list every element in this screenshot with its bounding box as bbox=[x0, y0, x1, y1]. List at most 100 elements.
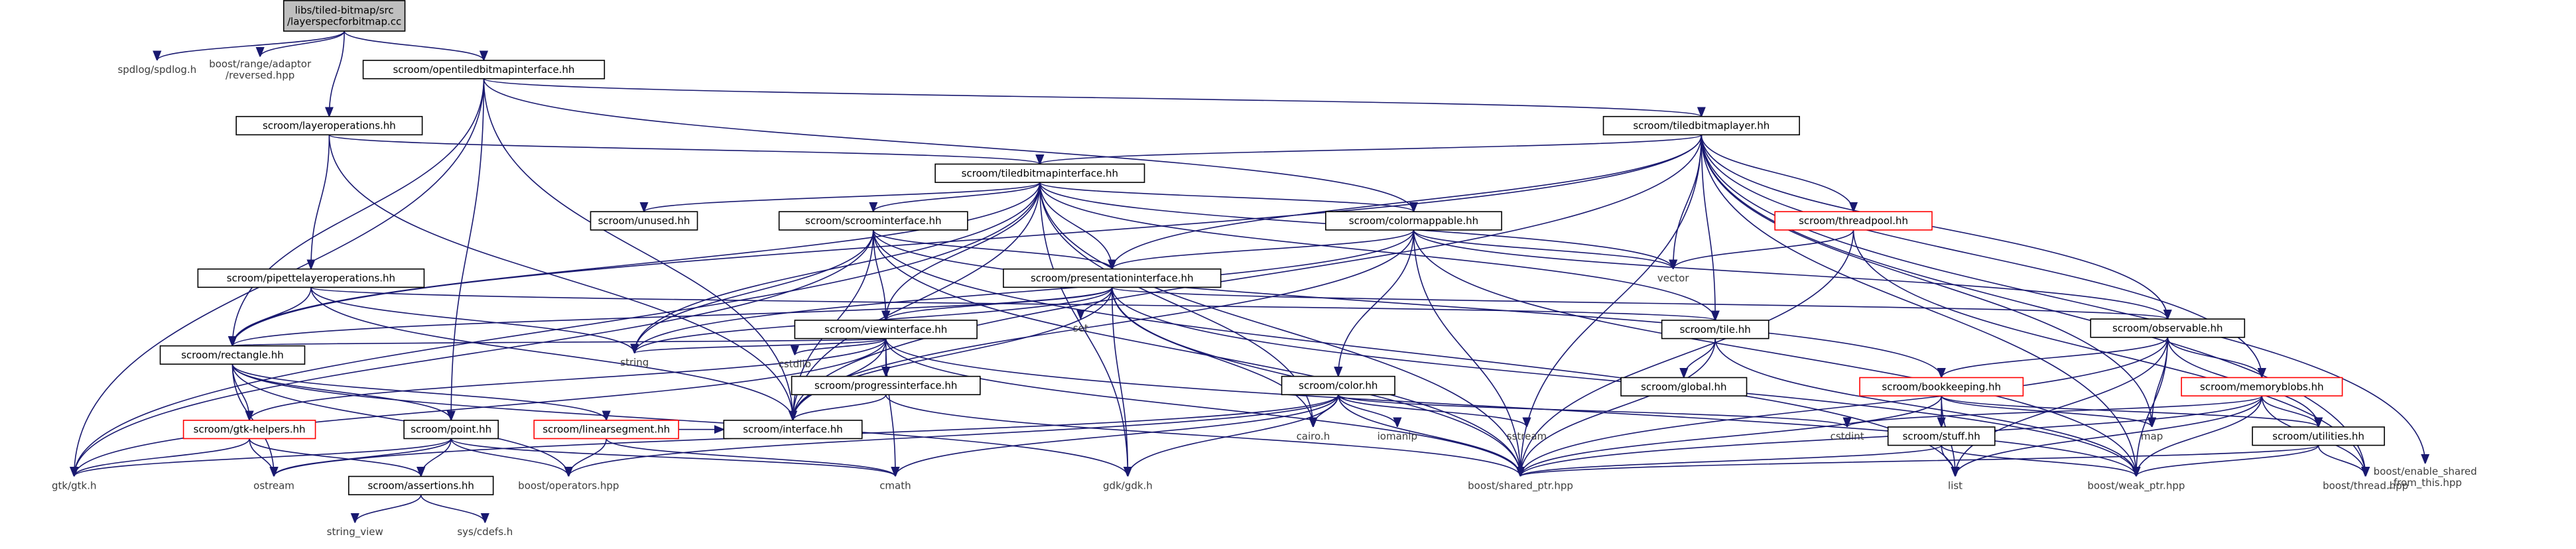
edge-viewif-to-gtkhelpers bbox=[249, 338, 887, 421]
graph-node-bookkeeping[interactable]: scroom/bookkeeping.hh bbox=[1859, 377, 2024, 396]
graph-node-cairo: cairo.h bbox=[1297, 430, 1330, 442]
edge-presentation-to-rectangle bbox=[233, 286, 1113, 347]
graph-node-viewif[interactable]: scroom/viewinterface.hh bbox=[794, 320, 978, 339]
graph-node-tiledif[interactable]: scroom/tiledbitmapinterface.hh bbox=[934, 163, 1145, 183]
edge-viewif-to-rectangle bbox=[233, 339, 887, 346]
node-box bbox=[533, 420, 679, 440]
graph-node-tile[interactable]: scroom/tile.hh bbox=[1661, 320, 1770, 339]
node-label: /reversed.hpp bbox=[225, 69, 294, 81]
edge-scroomif-to-bookkeeping bbox=[872, 229, 1941, 378]
edge-observable-to-weakptr bbox=[2136, 337, 2169, 477]
edge-scroomif-to-presentation bbox=[872, 229, 1112, 270]
edge-bookkeeping-to-sharedptr bbox=[1521, 395, 1943, 477]
edge-tiledlayer-to-threadpool bbox=[1701, 135, 1853, 212]
node-box bbox=[197, 268, 425, 288]
graph-node-utilities[interactable]: scroom/utilities.hh bbox=[2252, 426, 2385, 446]
graph-node-point[interactable]: scroom/point.hh bbox=[403, 420, 499, 440]
graph-node-progressif[interactable]: scroom/progressinterface.hh bbox=[791, 375, 981, 396]
node-box bbox=[1859, 377, 2024, 396]
graph-node-stuff[interactable]: scroom/stuff.hh bbox=[1887, 426, 1996, 446]
node-label: string_view bbox=[327, 526, 383, 538]
edge-viewif-to-string bbox=[635, 337, 887, 354]
edge-scroomif-to-viewif bbox=[872, 229, 886, 320]
graph-node-thread: boost/thread.hpp bbox=[2323, 479, 2408, 491]
edge-utilities-to-weakptr bbox=[2136, 445, 2319, 477]
node-label: scroom/unused.hh bbox=[598, 215, 690, 227]
edge-viewif-to-gtkgtk bbox=[74, 338, 887, 477]
node-label: scroom/gtk-helpers.hh bbox=[194, 424, 306, 436]
graph-node-cstdlib: cstdlib bbox=[779, 358, 811, 370]
edge-progressif-to-interface bbox=[793, 394, 887, 421]
graph-node-layerops[interactable]: scroom/layeroperations.hh bbox=[235, 115, 423, 136]
graph-node-set: set bbox=[1073, 322, 1088, 334]
node-label: map bbox=[2141, 430, 2163, 442]
graph-node-string: string bbox=[620, 356, 649, 368]
node-label: vector bbox=[1657, 273, 1689, 284]
edge-tiledlayer-to-enableshared bbox=[1701, 135, 2425, 463]
edge-color-to-cmath bbox=[895, 395, 1339, 477]
edge-viewif-to-cmath bbox=[885, 338, 895, 477]
node-label: scroom/tiledbitmapinterface.hh bbox=[962, 167, 1118, 179]
node-label: scroom/utilities.hh bbox=[2272, 430, 2364, 442]
edge-layerops-to-tiledif bbox=[328, 134, 1039, 165]
node-box bbox=[283, 0, 406, 32]
graph-node-opentiled[interactable]: scroom/opentiledbitmapinterface.hh bbox=[362, 60, 606, 80]
graph-node-interface[interactable]: scroom/interface.hh bbox=[723, 420, 863, 440]
edge-tiledlayer-to-observable bbox=[1701, 135, 2167, 319]
graph-node-observable[interactable]: scroom/observable.hh bbox=[2090, 318, 2246, 338]
node-box bbox=[1003, 268, 1222, 288]
edge-memoryblobs-to-cstdint bbox=[1847, 395, 2263, 428]
graph-node-global[interactable]: scroom/global.hh bbox=[1620, 377, 1748, 396]
graph-node-cstdint: cstdint bbox=[1831, 430, 1864, 442]
graph-node-reversed: boost/range/adaptor/reversed.hpp bbox=[209, 58, 312, 81]
edge-assertions-to-stringview bbox=[355, 494, 422, 523]
edge-threadpool-to-vector bbox=[1673, 229, 1854, 269]
node-label: boost/operators.hpp bbox=[518, 479, 619, 491]
node-label: scroom/global.hh bbox=[1641, 381, 1726, 393]
edge-opentiled-to-point bbox=[451, 78, 485, 420]
edge-rectangle-to-gdkgdk bbox=[231, 364, 1128, 476]
graph-node-presentation[interactable]: scroom/presentationinterface.hh bbox=[1003, 268, 1222, 288]
edge-rectangle-to-operators bbox=[231, 364, 569, 476]
graph-node-assertions[interactable]: scroom/assertions.hh bbox=[348, 475, 494, 495]
node-label: scroom/layeroperations.hh bbox=[263, 120, 396, 132]
node-label: scroom/viewinterface.hh bbox=[824, 324, 947, 336]
edge-tiledlayer-to-tiledif bbox=[1040, 134, 1703, 165]
edge-color-to-iomanip bbox=[1337, 395, 1397, 428]
graph-node-rectangle[interactable]: scroom/rectangle.hh bbox=[159, 345, 306, 365]
graph-node-colormappable[interactable]: scroom/colormappable.hh bbox=[1325, 211, 1502, 231]
edge-colormappable-to-vector bbox=[1413, 229, 1673, 270]
node-box bbox=[1774, 211, 1933, 231]
graph-node-color[interactable]: scroom/color.hh bbox=[1281, 375, 1395, 396]
graph-node-sharedptr: boost/shared_ptr.hpp bbox=[1468, 479, 1573, 492]
edge-tiledif-to-rectangle bbox=[233, 182, 1041, 346]
graph-node-memoryblobs[interactable]: scroom/memoryblobs.hh bbox=[2181, 377, 2343, 396]
graph-node-root[interactable]: libs/tiled-bitmap/src/layerspecforbitmap… bbox=[283, 0, 406, 32]
node-label: set bbox=[1073, 322, 1088, 334]
graph-node-pipette[interactable]: scroom/pipettelayeroperations.hh bbox=[197, 268, 425, 288]
graph-node-sstream: sstream bbox=[1507, 430, 1547, 442]
edge-point-to-operators bbox=[450, 438, 568, 477]
graph-node-gtkhelpers[interactable]: scroom/gtk-helpers.hh bbox=[182, 420, 316, 440]
edge-tile-to-weakptr bbox=[1714, 338, 2136, 477]
node-box bbox=[2252, 426, 2385, 446]
graph-node-linearsegment[interactable]: scroom/linearsegment.hh bbox=[533, 420, 679, 440]
graph-node-tiledlayer[interactable]: scroom/tiledbitmaplayer.hh bbox=[1602, 115, 1800, 136]
edge-observable-to-bookkeeping bbox=[1941, 337, 2169, 378]
graph-node-unused[interactable]: scroom/unused.hh bbox=[590, 211, 698, 231]
edge-pipette-to-rectangle bbox=[233, 287, 312, 345]
node-box bbox=[590, 211, 698, 231]
edge-stuff-to-list bbox=[1941, 445, 1955, 477]
graph-node-operators: boost/operators.hpp bbox=[518, 479, 619, 491]
edge-root-to-spdlog bbox=[157, 30, 345, 61]
graph-node-scroomif[interactable]: scroom/scroominterface.hh bbox=[778, 211, 968, 231]
edge-viewif-to-sharedptr bbox=[885, 338, 1521, 477]
node-label: scroom/tiledbitmaplayer.hh bbox=[1633, 120, 1770, 132]
graph-node-threadpool[interactable]: scroom/threadpool.hh bbox=[1774, 211, 1933, 231]
edge-root-to-reversed bbox=[260, 30, 345, 57]
edge-rectangle-to-linearsegment bbox=[231, 363, 607, 421]
edge-opentiled-to-tiledlayer bbox=[483, 78, 1701, 117]
edge-colormappable-to-color bbox=[1338, 229, 1415, 377]
edge-viewif-to-weakptr bbox=[885, 338, 2136, 477]
edge-scroomif-to-sharedptr bbox=[872, 229, 1521, 477]
